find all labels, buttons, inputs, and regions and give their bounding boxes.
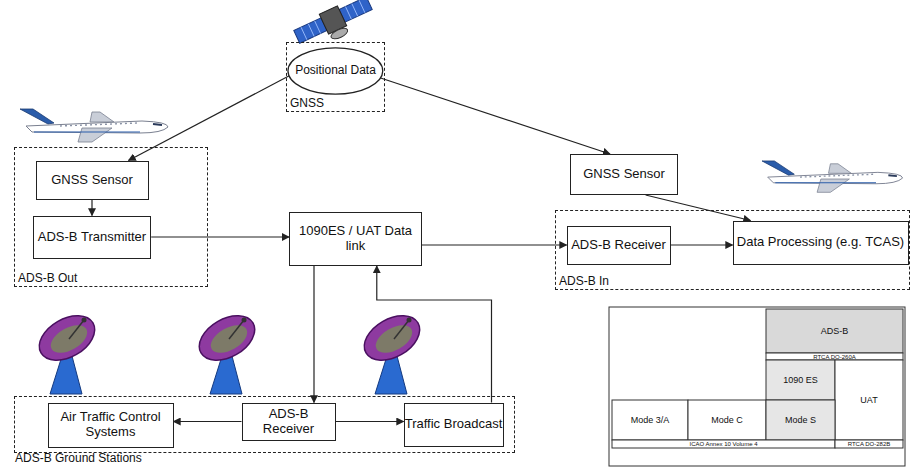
table-cell: Mode C — [688, 400, 766, 440]
ellipse-outline — [287, 47, 384, 95]
connector-arrow — [377, 266, 492, 403]
process-box: ADS-B Receiver — [567, 226, 671, 265]
table-cell-text: UAT — [860, 396, 877, 405]
connector-arrow — [151, 236, 289, 237]
group-label: GNSS — [290, 97, 324, 110]
process-box: Traffic Broadcast — [404, 403, 504, 447]
datalink-box: 1090ES / UAT Data link — [289, 212, 422, 266]
table-cell-text: Mode 3/A — [631, 416, 670, 425]
connector-arrow — [174, 421, 242, 422]
table-cell: Mode S — [766, 400, 835, 440]
table-cell: RTCA DO-282B — [835, 440, 903, 448]
connector-arrow — [313, 266, 314, 403]
table-cell-text: RTCA DO-260A — [813, 354, 856, 360]
table-cell: RTCA DO-260A — [766, 353, 903, 360]
connector-arrow — [380, 78, 610, 154]
connector-arrow — [422, 244, 567, 245]
node-text: ADS-B Transmitter — [38, 230, 146, 245]
ground-antenna — [357, 307, 428, 394]
process-box: ADS-B Transmitter — [33, 216, 151, 259]
table-cell-text: ADS-B — [821, 327, 849, 336]
data-ellipse: Positional Data — [287, 47, 384, 95]
node-text: ADS-B Receiver — [243, 407, 335, 436]
node-text: GNSS Sensor — [51, 173, 133, 188]
process-box: GNSS Sensor — [570, 154, 678, 195]
standards-table — [609, 307, 905, 466]
connector-arrow — [671, 244, 733, 245]
node-text: Positional Data — [295, 64, 376, 77]
node-text: Traffic Broadcast — [405, 417, 503, 432]
process-box: Data Processing (e.g. TCAS) — [733, 221, 909, 265]
airplane — [20, 109, 168, 142]
table-cell: UAT — [835, 360, 903, 440]
node-text: ADS-B Receiver — [571, 238, 666, 253]
table-cell-text: ICAO Annex 10 Volume 4 — [689, 441, 757, 447]
gnss-group: GNSS Positional Data — [286, 42, 385, 112]
node-text: 1090ES / UAT Data link — [290, 224, 421, 253]
table-cell-text: RTCA DO-282B — [848, 441, 891, 447]
node-text: Air Traffic Control Systems — [49, 410, 173, 439]
connector-arrow — [646, 195, 751, 221]
connector-arrow — [129, 75, 291, 160]
table-cell-text: Mode C — [711, 416, 743, 425]
process-box: ADS-B Receiver — [242, 403, 336, 441]
adsb-in-group: ADS-B In ADS-B Receiver Data Processing (e… — [555, 210, 910, 290]
process-box: Air Traffic Control Systems — [48, 403, 174, 448]
connector-arrow — [336, 421, 404, 422]
adsb-out-group: ADS-B Out GNSS SensorADS-B Transmitter — [14, 147, 208, 287]
table-cell-text: Mode S — [785, 416, 816, 425]
table-cell: ADS-B — [766, 309, 903, 353]
group-label: ADS-B Out — [18, 272, 77, 285]
node-text: GNSS Sensor — [583, 167, 665, 182]
ground-antenna — [32, 307, 103, 394]
airplane — [762, 161, 903, 192]
group-label: ADS-B In — [559, 275, 609, 288]
ground-antenna — [192, 307, 263, 394]
table-cell-text: 1090 ES — [783, 376, 818, 385]
table-cell: ICAO Annex 10 Volume 4 — [612, 440, 835, 448]
group-label: ADS-B Ground Stations — [15, 452, 142, 465]
table-cell: Mode 3/A — [612, 400, 688, 440]
ground-stations-group: ADS-B Ground StationsAir Traffic Control… — [14, 396, 515, 453]
connector-arrow — [91, 200, 92, 216]
node-text: Data Processing (e.g. TCAS) — [737, 235, 904, 250]
satellite — [292, 0, 377, 54]
table-cell: 1090 ES — [766, 360, 835, 400]
process-box: GNSS Sensor — [36, 161, 149, 200]
